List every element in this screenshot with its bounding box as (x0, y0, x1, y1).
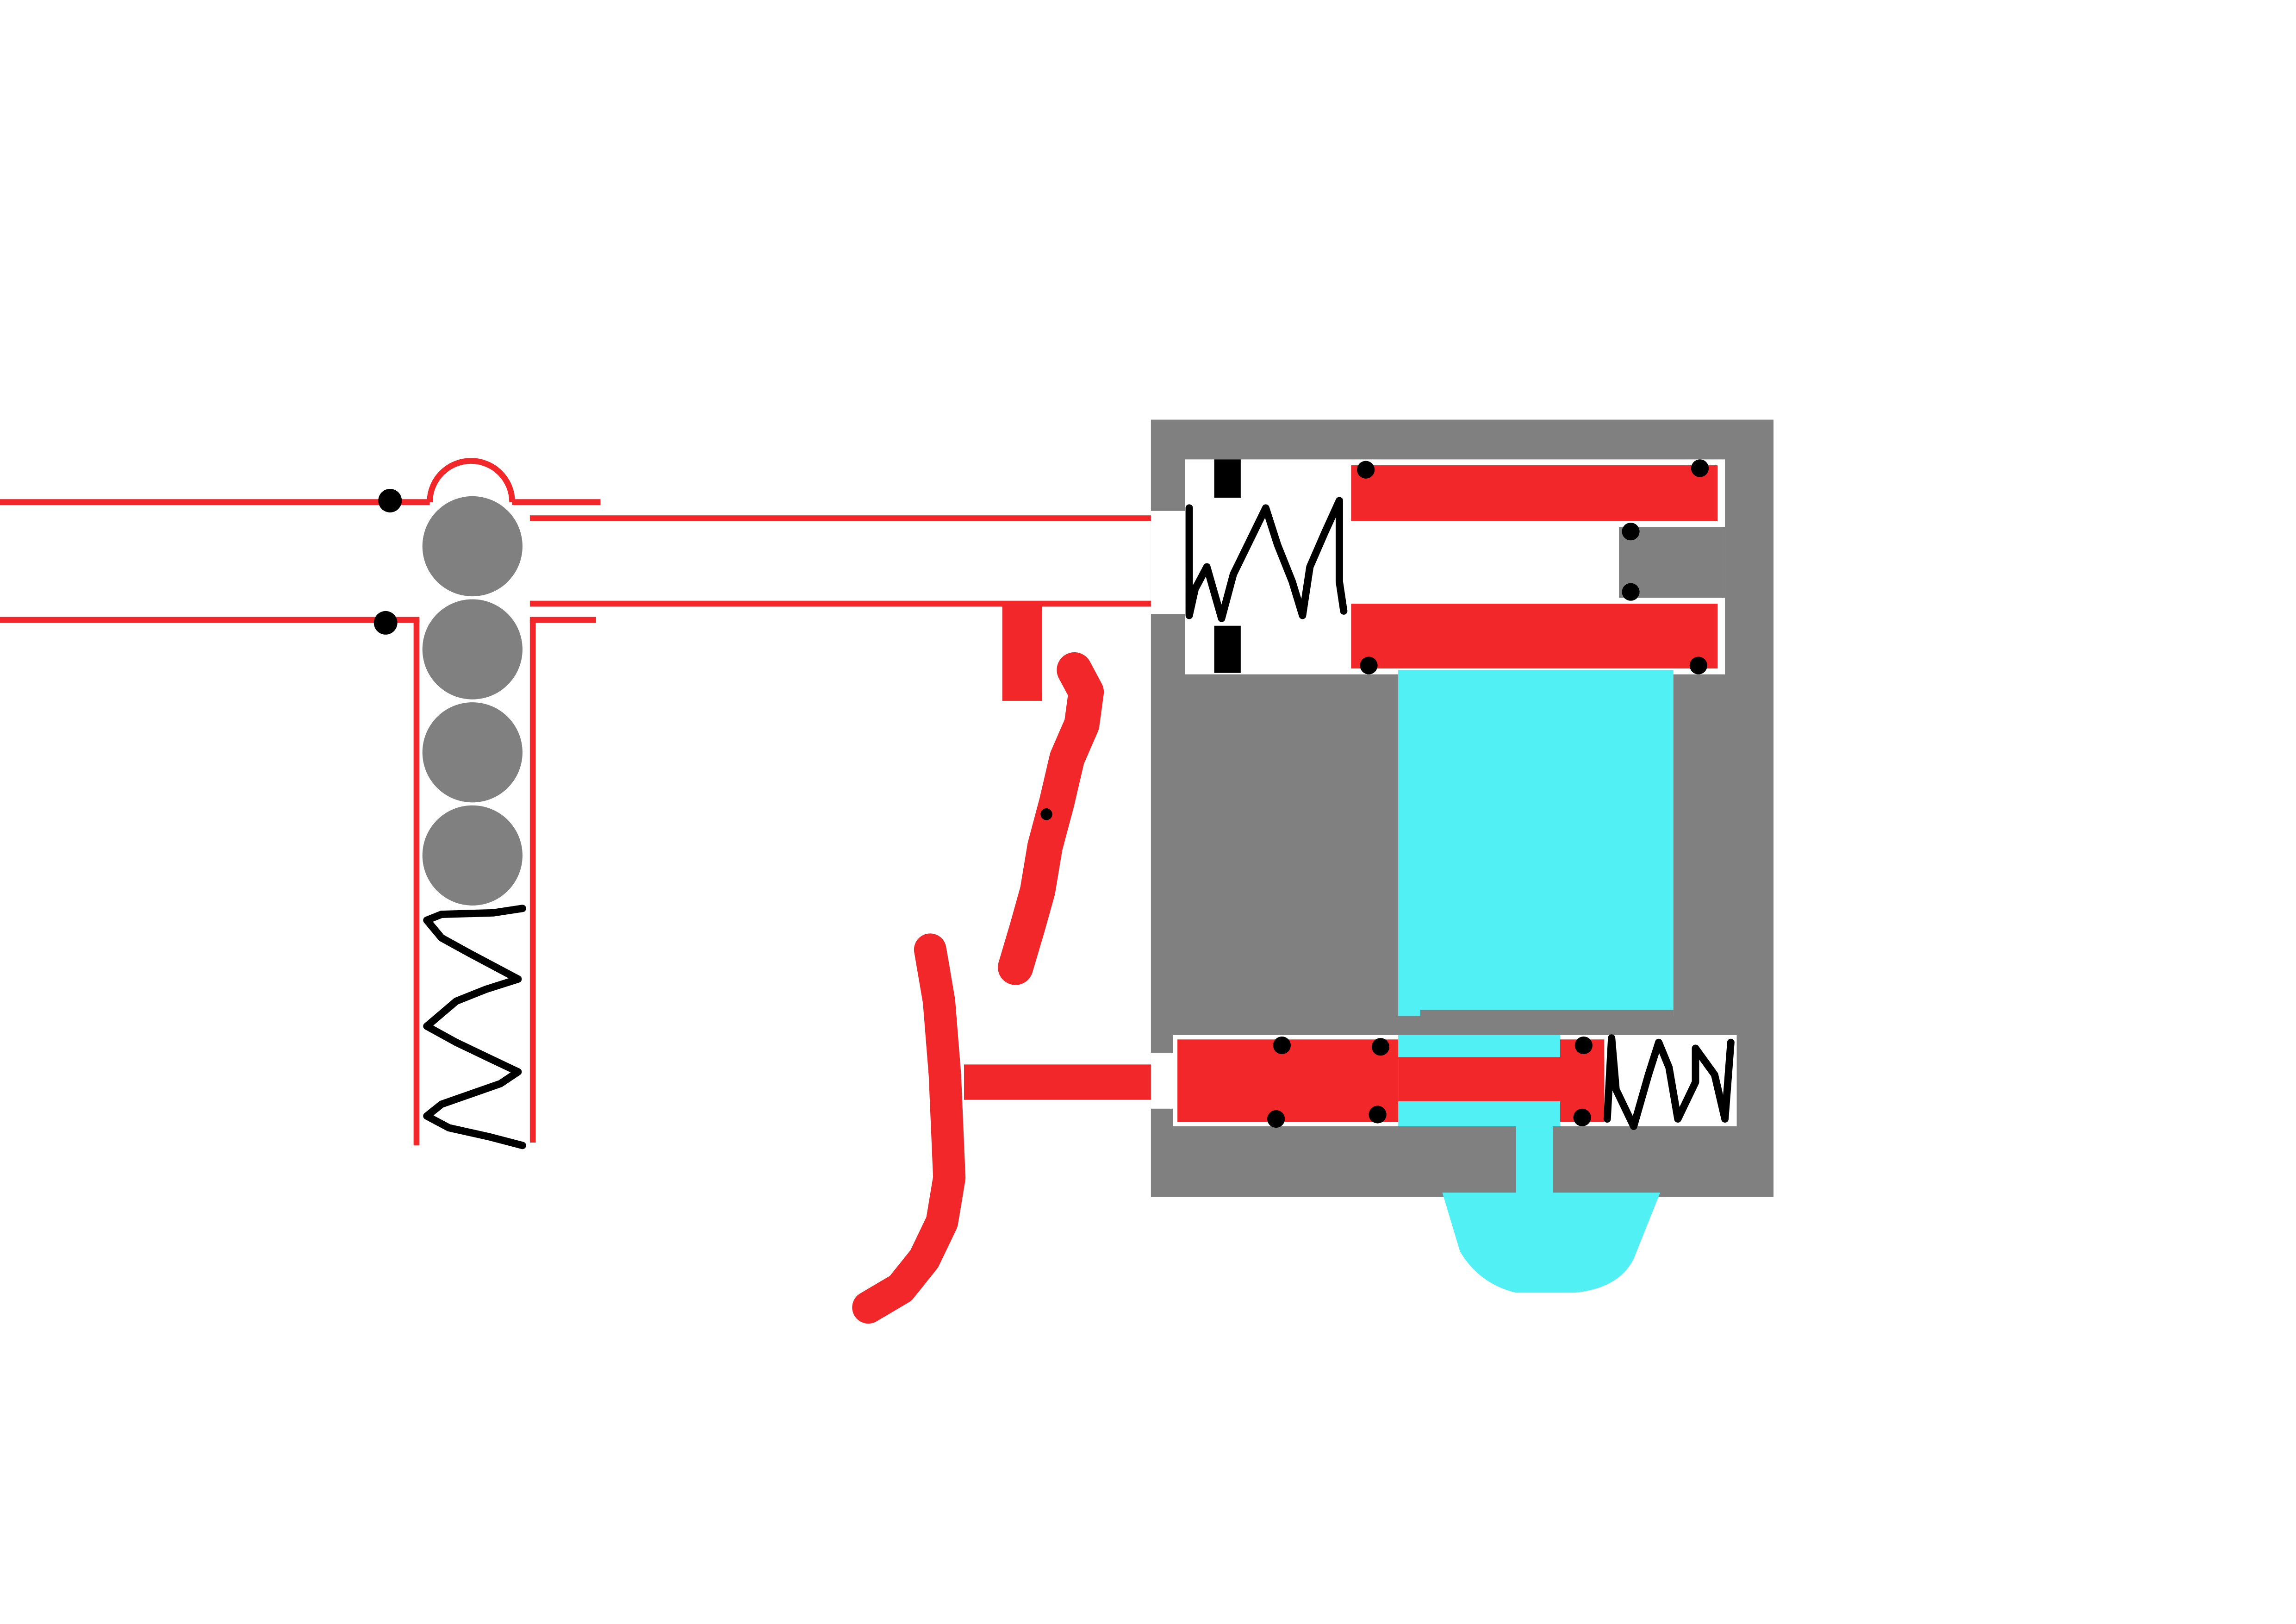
red-stroke-lower (852, 933, 966, 1324)
upper-spring (1185, 497, 1348, 622)
pivot-dot (1574, 1036, 1593, 1055)
lower-piston (1177, 1039, 1399, 1122)
wire-hump (427, 458, 516, 502)
red-tab (1002, 604, 1042, 701)
pivot-dot (1360, 656, 1378, 675)
ball (422, 702, 523, 803)
ball-stack (422, 496, 523, 906)
red-stroke-upper (998, 652, 1104, 985)
fluid-blob (1442, 1193, 1661, 1293)
pivot-dot (1691, 459, 1709, 477)
left-port-opening (1151, 511, 1188, 614)
pivot-dot (1573, 1108, 1591, 1126)
lower-spring (1603, 1034, 1735, 1130)
terminal-dot-bottom (373, 611, 398, 635)
pivot-dot (1622, 523, 1640, 541)
small-dot (1040, 808, 1052, 820)
pivot-dot (1273, 1036, 1291, 1055)
left-spring (423, 905, 526, 1149)
pivot-dots-lower (1267, 1036, 1593, 1128)
pivot-dots-upper (1357, 459, 1709, 675)
ball (422, 805, 523, 906)
terminal-dot-top (378, 488, 402, 512)
ball (422, 496, 523, 597)
fluid-bar (1420, 1010, 1674, 1035)
pivot-dot (1622, 583, 1640, 601)
pivot-dot (1371, 1038, 1390, 1056)
pivot-dot (1267, 1110, 1285, 1128)
ball (422, 599, 523, 700)
red-horizontal-rod (964, 1064, 1185, 1100)
fluid-stem (1516, 1126, 1553, 1200)
pivot-dot (1357, 461, 1375, 479)
pivot-dot (1689, 656, 1707, 675)
black-stop-bottom (1214, 625, 1241, 673)
black-stop-top (1214, 459, 1241, 498)
fluid-column (1398, 670, 1674, 1016)
upper-piston-bottom (1351, 604, 1718, 668)
pivot-dot (1369, 1106, 1387, 1124)
lower-left-opening (1151, 1052, 1175, 1109)
upper-piston-top (1351, 465, 1718, 521)
